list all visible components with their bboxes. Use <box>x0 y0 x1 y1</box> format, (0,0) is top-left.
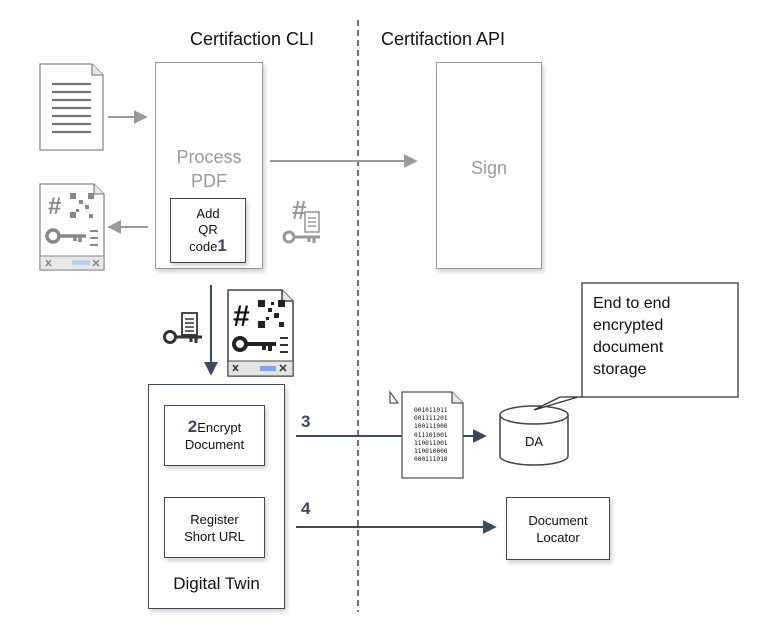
encrypt-line2: Document <box>184 437 245 452</box>
binary-line: 011101001 <box>414 431 448 439</box>
binary-line: 001011011 <box>414 407 448 414</box>
encrypt-line1: Encrypt <box>197 420 242 435</box>
callout-line4: storage <box>593 361 647 378</box>
encrypt-document-label: 2Encrypt Document <box>164 418 265 453</box>
add-qr-code-label: Add QR code1 <box>170 206 246 255</box>
binary-line: 110010000 <box>414 448 448 456</box>
step-1-number: 1 <box>217 236 227 255</box>
encrypted-data-document-icon <box>401 391 464 479</box>
binary-content: 001011011 001111201 100111000 011101001 … <box>414 407 448 464</box>
svg-text:#: # <box>292 195 307 225</box>
binary-line: 110011001 <box>414 439 448 447</box>
svg-text:#: # <box>233 300 250 333</box>
dark-key-document-icon <box>163 312 202 344</box>
source-document-icon <box>39 63 104 151</box>
hash-key-icon: # <box>282 195 320 244</box>
callout-text: End to end encrypted document storage <box>593 293 670 381</box>
binary-line: 100111000 <box>414 423 448 431</box>
register-line1: Register <box>190 512 239 527</box>
step-3-number: 3 <box>301 412 311 431</box>
callout-line1: End to end <box>593 295 671 312</box>
document-locator-box <box>506 497 610 560</box>
digital-twin-title: Digital Twin <box>173 574 260 593</box>
add-qr-line2: QR <box>198 222 218 237</box>
storage-cylinder <box>499 405 569 466</box>
locator-line2: Locator <box>536 530 580 545</box>
callout-line2: encrypted <box>593 317 664 334</box>
binary-line: 001111201 <box>414 415 448 423</box>
add-qr-line3: code <box>189 239 218 254</box>
callout-line3: document <box>593 339 664 356</box>
process-label-line2: PDF <box>191 171 227 191</box>
svg-text:#: # <box>48 193 61 220</box>
page-corner-symbol <box>389 390 400 404</box>
api-column-title: Certifaction API <box>381 29 506 49</box>
sign-label: Sign <box>470 158 508 178</box>
encrypt-document-box <box>164 405 265 466</box>
process-label-line1: Process <box>176 147 242 167</box>
register-short-url-label: Register Short URL <box>164 511 265 545</box>
binary-line: 000111010 <box>414 456 448 464</box>
sign-box <box>436 62 542 269</box>
add-qr-code-box <box>170 198 246 263</box>
certified-document-icon: # <box>39 183 105 271</box>
document-locator-label: Document Locator <box>506 512 610 546</box>
locator-line1: Document <box>528 513 588 528</box>
cli-column-title: Certifaction CLI <box>190 29 315 49</box>
register-line2: Short URL <box>184 529 245 544</box>
callout-bubble <box>533 282 739 411</box>
step-4-number: 4 <box>301 499 311 518</box>
storage-label: DA <box>524 434 544 449</box>
add-qr-line1: Add <box>196 206 220 221</box>
process-pdf-label: Process PDF <box>155 145 263 193</box>
register-short-url-box <box>164 497 265 558</box>
step-2-number: 2 <box>187 417 198 436</box>
dark-certified-document-icon: # <box>227 289 294 377</box>
